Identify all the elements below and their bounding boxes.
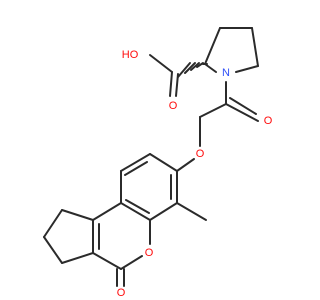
molecule-canvas: HO O N O O O O: [0, 0, 300, 300]
carboxyl-oxygen-label: O: [169, 100, 178, 112]
benzene-ring: [120, 153, 178, 221]
pyranone-ring: [92, 202, 151, 270]
bond: [120, 255, 143, 270]
carboxyl-group: [149, 54, 179, 97]
bond: [120, 202, 151, 221]
methyl-group: [176, 202, 207, 221]
bond: [120, 153, 151, 172]
bond: [175, 73, 179, 97]
bond: [61, 252, 94, 264]
bond: [149, 153, 178, 172]
bond: [124, 161, 148, 176]
bond: [225, 103, 259, 122]
hydroxyl-label: HO: [122, 49, 139, 61]
lactone-carbonyl: [116, 268, 125, 287]
bond: [199, 103, 227, 118]
amide-linker: [199, 81, 259, 147]
bond: [204, 27, 221, 65]
ether-oxygen-label: O: [196, 148, 205, 160]
bond: [149, 202, 178, 221]
bond: [251, 27, 259, 67]
bond: [169, 71, 173, 97]
bond: [61, 209, 94, 221]
bond: [235, 65, 259, 73]
bond: [43, 236, 63, 264]
bond: [92, 202, 122, 221]
bond: [176, 158, 195, 172]
bond: [125, 199, 150, 214]
bond: [176, 202, 207, 221]
amide-oxygen-label: O: [264, 115, 273, 127]
cyclopentane-ring: [43, 209, 94, 264]
ether-linker: [176, 158, 195, 172]
bond: [43, 209, 63, 238]
stereo-hash-bond: [177, 62, 208, 78]
lactone-oxygen-label: O: [117, 287, 126, 299]
ring-oxygen-label: O: [145, 247, 154, 259]
bond: [204, 63, 217, 73]
pyrrolidine-ring: [204, 27, 259, 73]
amide-nitrogen-label: N: [222, 67, 230, 79]
bond: [229, 97, 257, 115]
bond: [92, 252, 122, 270]
bond: [149, 54, 173, 73]
background: [0, 0, 300, 300]
structure-diagram: HO O N O O O O: [0, 0, 300, 300]
